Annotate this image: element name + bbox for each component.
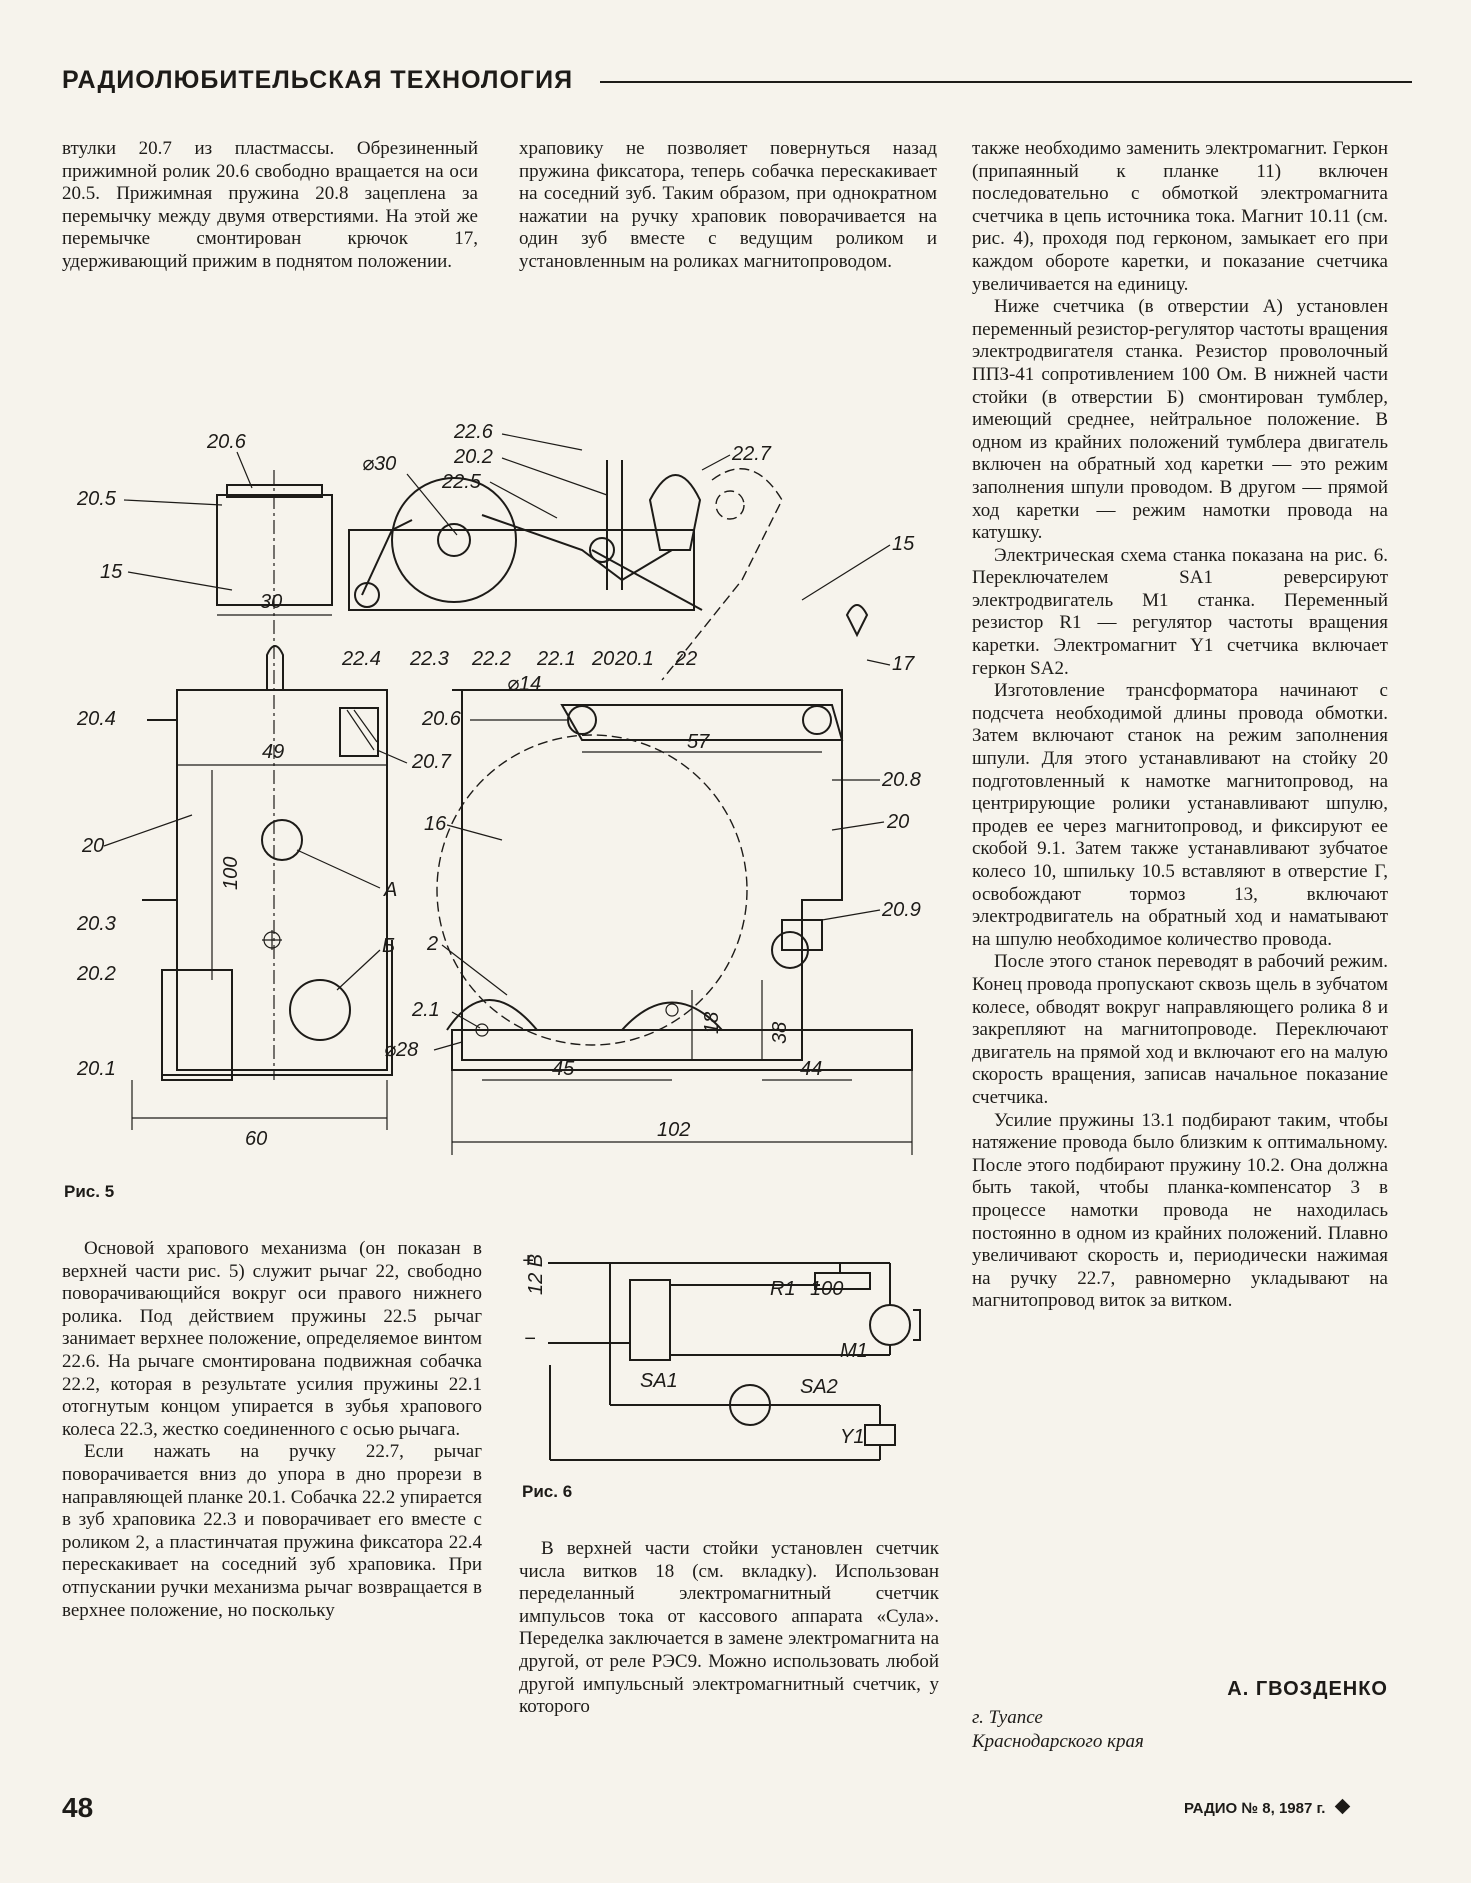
- label-22-6: 22.6: [453, 421, 494, 443]
- label-20-front: 20: [591, 648, 614, 670]
- label-2-1: 2.1: [411, 999, 440, 1021]
- ratchet-housing: [348, 529, 695, 611]
- label-100: 100: [220, 857, 242, 890]
- page-number: 48: [62, 1792, 94, 1823]
- label-dia-14: ⌀14: [507, 673, 541, 695]
- label-15-right: 15: [892, 533, 915, 555]
- label-20-6: 20.6: [206, 431, 247, 453]
- resistor-r1: [814, 1272, 871, 1290]
- label-2: 2: [426, 933, 438, 955]
- label-20-2-top: 20.2: [453, 446, 493, 468]
- base-plate: [451, 1029, 913, 1071]
- label-20-4: 20.4: [76, 708, 116, 730]
- label-22-7: 22.7: [731, 443, 772, 465]
- label-15: 15: [100, 561, 123, 583]
- place-region: Краснодарского края: [972, 1731, 1144, 1752]
- label-20: 20: [81, 835, 104, 857]
- column-1-bottom: Основой храпового механизма (он показан …: [62, 1238, 482, 1622]
- label-22-1: 22.1: [536, 648, 576, 670]
- author-name: А. ГВОЗДЕНКО: [1227, 1678, 1388, 1700]
- label-20-8: 20.8: [881, 769, 921, 791]
- label-102: 102: [657, 1119, 690, 1141]
- label-A: А: [383, 879, 397, 901]
- label-30: 30: [260, 591, 282, 613]
- label-20-2: 20.2: [76, 963, 116, 985]
- paragraph: Ниже счетчика (в отверстии А) установлен…: [972, 296, 1388, 544]
- paragraph: Электрическая схема станка показана на р…: [972, 544, 1388, 679]
- label-sa2: SA2: [800, 1376, 838, 1398]
- label-22-5: 22.5: [441, 471, 482, 493]
- column-1-top: втулки 20.7 из пластмассы. Обрезиненный …: [62, 138, 478, 274]
- label-minus: −: [524, 1328, 536, 1350]
- section-title: РАДИОЛЮБИТЕЛЬСКАЯ ТЕХНОЛОГИЯ: [62, 66, 574, 94]
- label-20-1-front: 20.1: [614, 648, 654, 670]
- label-20-5: 20.5: [76, 488, 117, 510]
- figure-5-drawing: 20.6 20.5 15 30 20.4 49 20.7 20 100 А 20…: [76, 421, 921, 1155]
- handle-22-7: [648, 474, 702, 551]
- label-17: 17: [892, 653, 915, 675]
- label-sa1: SA1: [640, 1370, 678, 1392]
- author-place: г. Туапсе Краснодарского края: [972, 1706, 1388, 1754]
- bushing-20-7: [339, 707, 379, 757]
- label-20-right: 20: [886, 811, 909, 833]
- paragraph: Изготовление трансформатора начинают с п…: [972, 680, 1388, 950]
- label-38: 38: [769, 1022, 791, 1044]
- label-20-9: 20.9: [881, 899, 921, 921]
- label-44: 44: [800, 1058, 822, 1080]
- column-3: также необходимо заменить электромагнит.…: [972, 138, 1388, 1313]
- label-22-2: 22.2: [471, 648, 511, 670]
- paragraph: также необходимо заменить электромагнит.…: [972, 138, 1388, 295]
- paragraph: храповику не позволяет повернуться назад…: [519, 138, 937, 272]
- reed-switch-sa2: [729, 1384, 771, 1426]
- label-20-1: 20.1: [76, 1058, 116, 1080]
- label-45: 45: [552, 1058, 575, 1080]
- label-20-6-front: 20.6: [421, 708, 462, 730]
- label-22: 22: [674, 648, 697, 670]
- figure-6-caption: Рис. 6: [522, 1482, 573, 1501]
- label-18: 18: [701, 1012, 723, 1034]
- label-20-7: 20.7: [411, 751, 452, 773]
- journal-issue: РАДИО № 8, 1987 г.: [1184, 1800, 1326, 1817]
- hole-b: [289, 979, 351, 1041]
- label-49: 49: [262, 741, 284, 763]
- paragraph: Если нажать на ручку 22.7, рычаг поворач…: [62, 1441, 482, 1621]
- paragraph: Усилие пружины 13.1 подбирают таким, что…: [972, 1109, 1388, 1312]
- label-plus: +: [522, 1250, 534, 1272]
- label-dia-28: ⌀28: [384, 1039, 418, 1061]
- label-B: Б: [382, 935, 395, 957]
- journal-footer: РАДИО № 8, 1987 г.: [1184, 1798, 1351, 1817]
- diamond-icon: [1335, 1798, 1351, 1815]
- label-m1: M1: [840, 1340, 868, 1362]
- page-header: РАДИОЛЮБИТЕЛЬСКАЯ ТЕХНОЛОГИЯ: [62, 66, 1412, 100]
- header-rule: [600, 81, 1412, 83]
- label-r1: R1: [770, 1278, 796, 1300]
- screw-20-9: [781, 919, 823, 951]
- guide-plate: [161, 969, 233, 1081]
- figure-6-schematic: 12 В + − R1 100 M1 SA1 SA2 Y1: [522, 1250, 921, 1461]
- column-2-top: храповику не позволяет повернуться назад…: [519, 138, 937, 274]
- label-22-4: 22.4: [341, 648, 381, 670]
- label-dia-30: ⌀30: [362, 453, 396, 475]
- switch-sa1: [629, 1279, 671, 1361]
- label-supply-voltage: 12 В: [525, 1254, 547, 1295]
- place-city: г. Туапсе: [972, 1707, 1043, 1728]
- label-57: 57: [687, 731, 710, 753]
- label-20-3: 20.3: [76, 913, 116, 935]
- label-y1: Y1: [840, 1426, 864, 1448]
- hole-a: [261, 819, 303, 861]
- coil-y1: [864, 1424, 896, 1446]
- motor-m1: [869, 1304, 911, 1346]
- label-22-3: 22.3: [409, 648, 449, 670]
- ratchet-wheel-22-3: [391, 477, 517, 603]
- label-16: 16: [424, 813, 447, 835]
- paragraph: В верхней части стойки установлен счетчи…: [519, 1538, 939, 1718]
- paragraph: После этого станок переводят в рабочий р…: [972, 951, 1388, 1108]
- figure-5-caption: Рис. 5: [64, 1182, 115, 1201]
- label-r1-value: 100: [810, 1278, 843, 1300]
- paragraph: втулки 20.7 из пластмассы. Обрезиненный …: [62, 138, 478, 272]
- label-60: 60: [245, 1128, 267, 1150]
- column-2-bottom: В верхней части стойки установлен счетчи…: [519, 1538, 939, 1719]
- paragraph: Основой храпового механизма (он показан …: [62, 1238, 482, 1440]
- magnet-core-outline: [436, 734, 748, 1046]
